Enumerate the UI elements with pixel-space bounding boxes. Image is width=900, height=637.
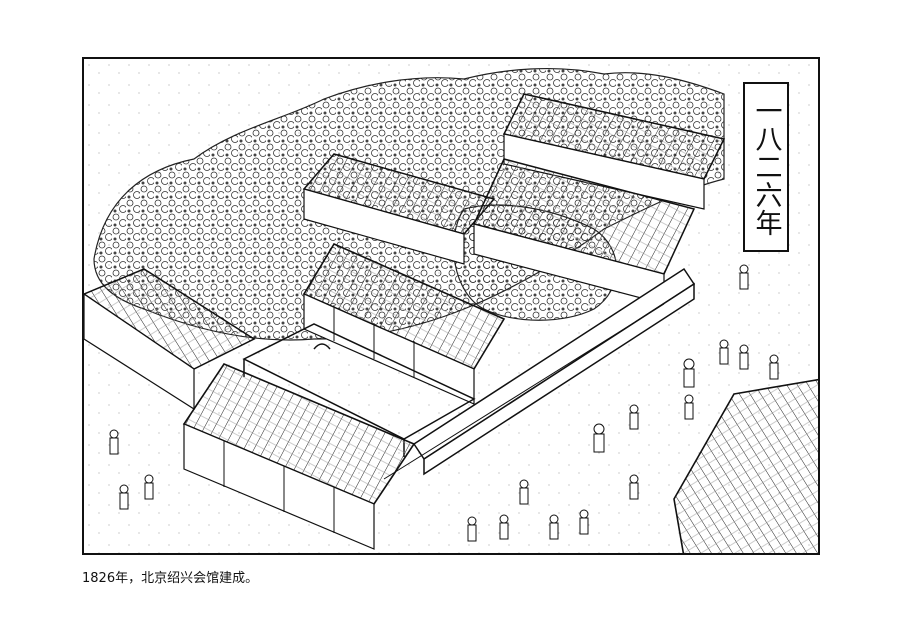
upper-hall (302, 153, 496, 265)
front-hall (182, 363, 416, 550)
left-hall (84, 268, 256, 411)
year-label-box: 一八二六年 (743, 82, 789, 252)
caption: 1826年，北京绍兴会馆建成。 (82, 571, 259, 586)
courtyard-illustration (84, 59, 818, 553)
pedestrians (109, 264, 779, 542)
comic-panel: 一八二六年 (82, 57, 820, 555)
year-label: 一八二六年 (750, 97, 782, 237)
back-hall (502, 93, 726, 210)
corner-roof (673, 378, 818, 553)
front-wall (383, 267, 696, 480)
main-hall (302, 242, 506, 405)
